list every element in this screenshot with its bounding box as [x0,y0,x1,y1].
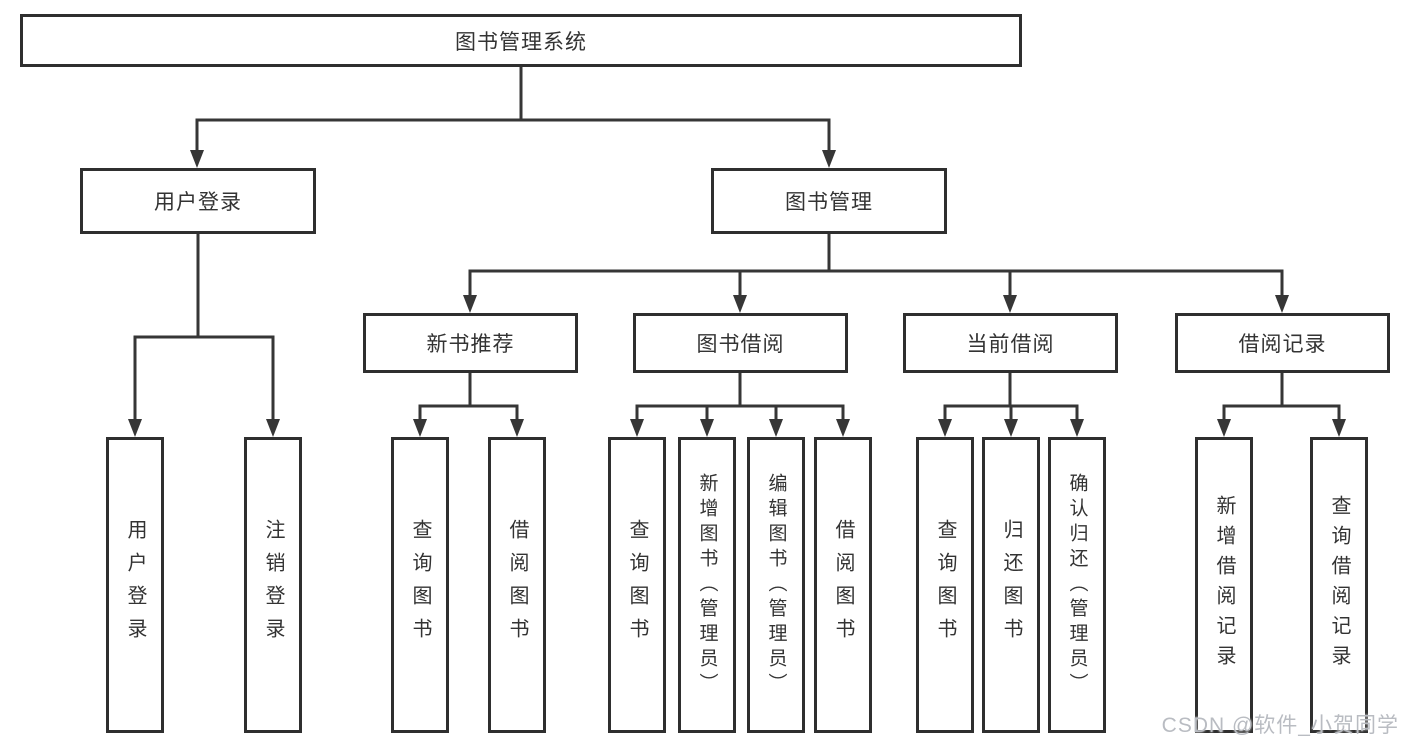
leaf-user-login: 用户登录 [106,437,164,733]
leaf-logout: 注销登录 [244,437,302,733]
node-root: 图书管理系统 [20,14,1022,67]
leaf-query-books-borrow: 查询图书 [608,437,666,733]
leaf-confirm-return-admin: 确认归还（管理员） [1048,437,1106,733]
leaf-edit-books-admin: 编辑图书（管理员） [747,437,805,733]
leaf-borrow-books: 借阅图书 [814,437,872,733]
node-book-management: 图书管理 [711,168,947,234]
leaf-borrow-books-recommend: 借阅图书 [488,437,546,733]
leaf-add-borrow-record: 新增借阅记录 [1195,437,1253,733]
node-new-book-recommendation: 新书推荐 [363,313,578,373]
leaf-return-books: 归还图书 [982,437,1040,733]
leaf-query-books-current: 查询图书 [916,437,974,733]
tree-edges [133,67,1341,420]
leaf-query-borrow-record: 查询借阅记录 [1310,437,1368,733]
leaf-add-books-admin: 新增图书（管理员） [678,437,736,733]
node-borrowing-records: 借阅记录 [1175,313,1390,373]
leaf-query-books-recommend: 查询图书 [391,437,449,733]
csdn-watermark: CSDN @软件_小贺同学 [1161,714,1399,737]
node-user-login: 用户登录 [80,168,316,234]
node-book-borrowing: 图书借阅 [633,313,848,373]
node-current-borrowing: 当前借阅 [903,313,1118,373]
arrowheads [128,150,1346,437]
